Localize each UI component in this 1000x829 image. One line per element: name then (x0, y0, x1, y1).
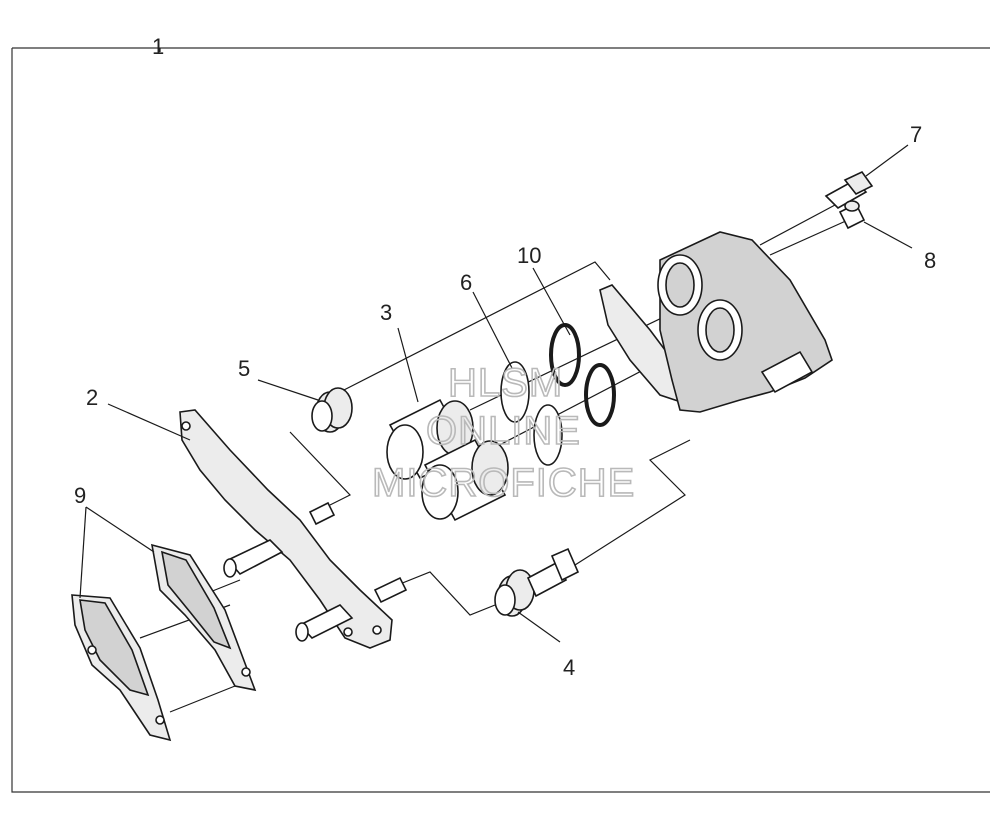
brake-pads (71, 543, 257, 742)
callout-4: 4 (563, 655, 575, 680)
guide-pin-boot (494, 547, 580, 617)
bleeder-cap (838, 200, 866, 230)
callout-10: 10 (517, 243, 541, 268)
watermark-line-1: HLSM (448, 361, 563, 405)
callout-8: 8 (924, 248, 936, 273)
leader-lines (79, 48, 913, 643)
seal-boot-upper (311, 387, 353, 433)
callout-9: 9 (74, 483, 86, 508)
callout-6: 6 (460, 270, 472, 295)
callout-7: 7 (910, 122, 922, 147)
caliper-body (599, 231, 833, 413)
callout-2: 2 (86, 385, 98, 410)
callout-3: 3 (380, 300, 392, 325)
diagram-frame (11, 47, 990, 793)
callout-labels: 1 2 3 4 5 6 7 8 9 10 (74, 34, 936, 680)
callout-1: 1 (152, 34, 164, 59)
watermark-line-2: ONLINE (426, 409, 581, 453)
caliper-bracket (179, 409, 408, 649)
watermark: HLSM ONLINE MICROFICHE (371, 360, 635, 506)
bleeder-valve (824, 170, 874, 209)
pistons (386, 398, 509, 522)
callout-5: 5 (238, 356, 250, 381)
seal-rings-6 (500, 361, 563, 466)
watermark-line-3: MICROFICHE (372, 461, 635, 505)
